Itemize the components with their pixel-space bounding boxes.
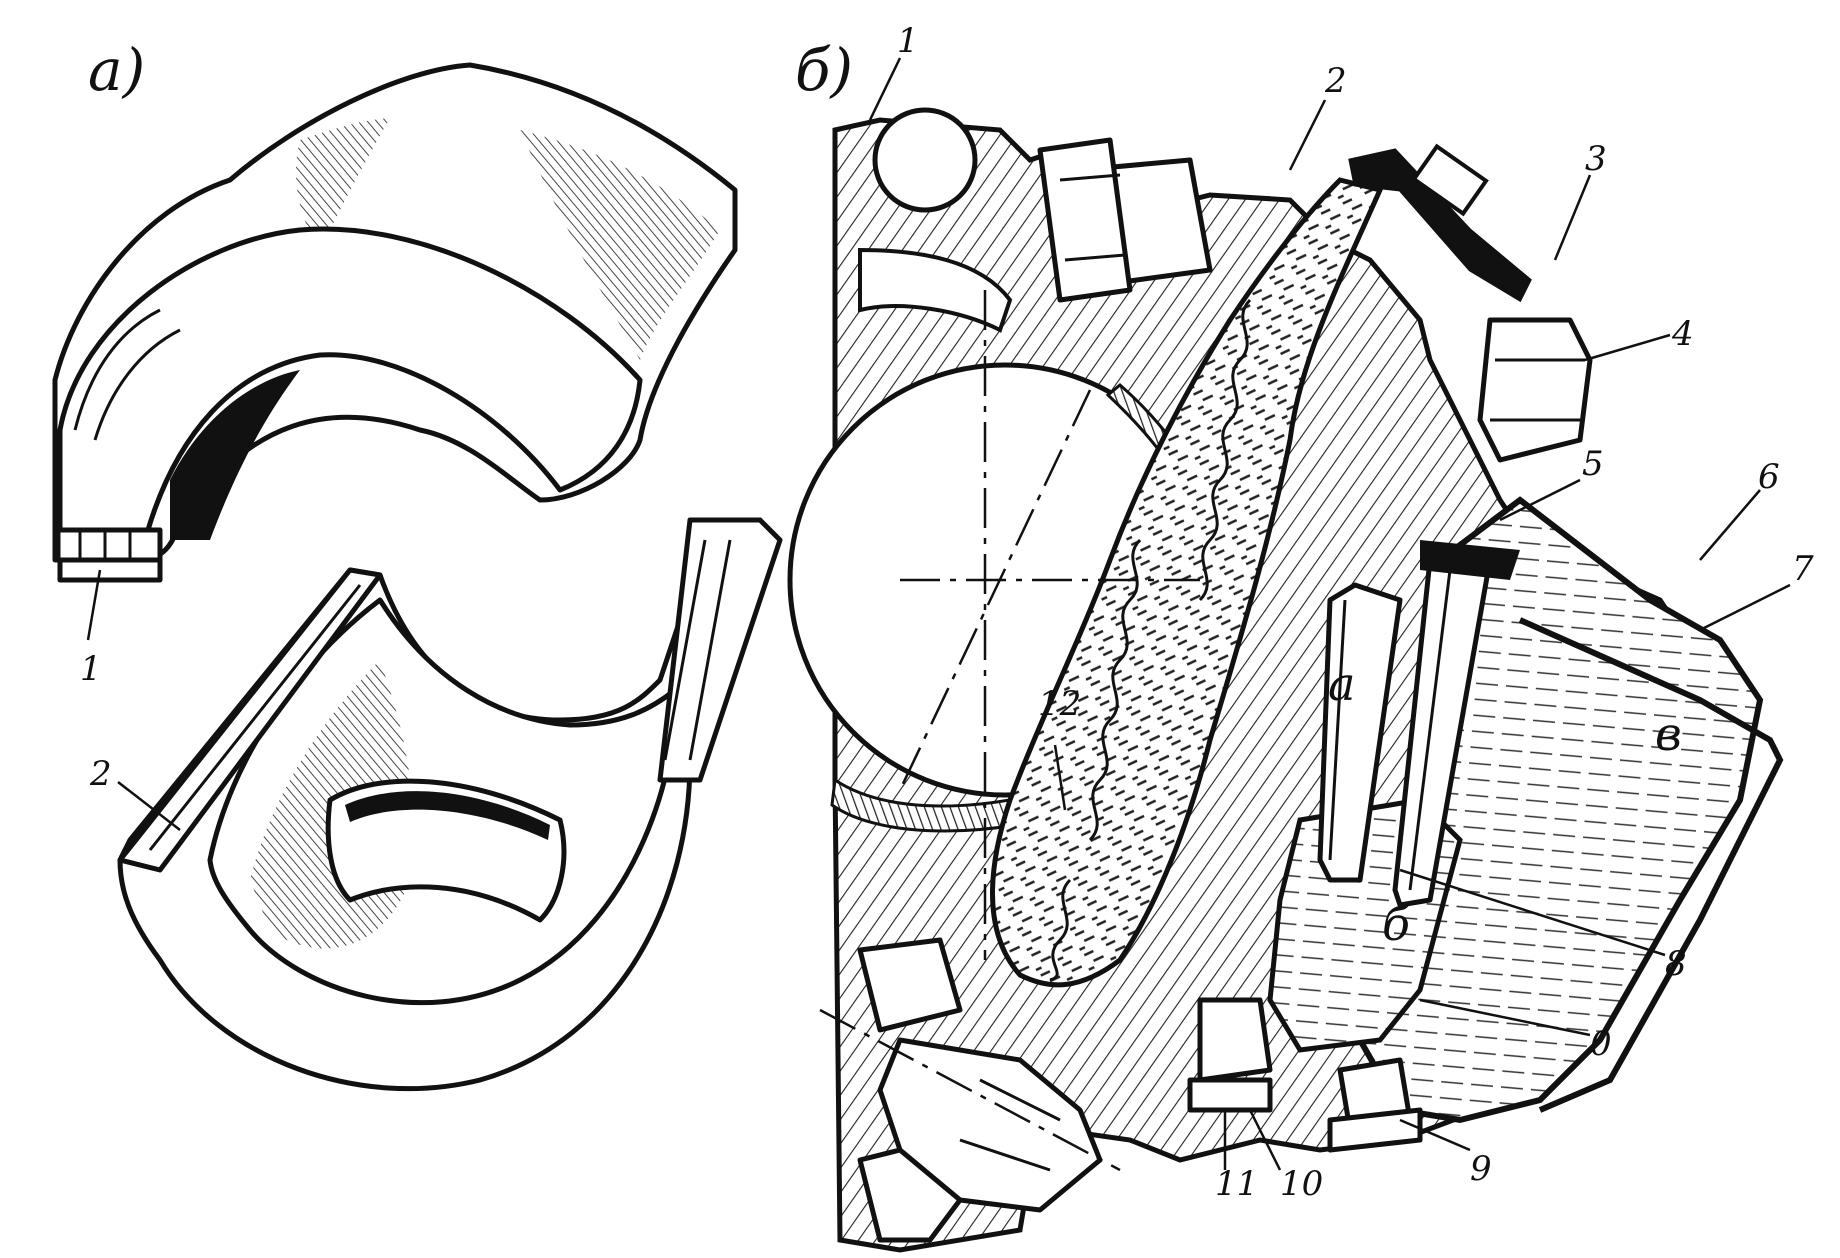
leader-a-2 bbox=[117, 781, 181, 831]
panel-a-label: a) bbox=[88, 36, 145, 104]
bottom-left-bolts bbox=[857, 937, 1103, 1243]
callout-b-4: 4 bbox=[1671, 314, 1694, 354]
callout-b-5: 5 bbox=[1582, 444, 1604, 484]
callout-b-9: 9 bbox=[1470, 1149, 1492, 1189]
callout-b-8: 8 bbox=[1665, 944, 1687, 984]
callout-a-2: 2 bbox=[89, 754, 112, 794]
rope-packing bbox=[990, 177, 1384, 988]
callout-b-3: 3 bbox=[1585, 139, 1607, 179]
oil-reservoir bbox=[1267, 496, 1784, 1124]
diagonal-axis bbox=[898, 389, 1092, 791]
panel-b: б) bbox=[787, 21, 1814, 1253]
lower-bearing-shell bbox=[117, 517, 783, 1092]
panel-a: a) 1 bbox=[52, 36, 783, 1092]
callout-b-6: 6 bbox=[1758, 457, 1780, 497]
upper-bearing-shell bbox=[52, 62, 738, 583]
callout-b-7: 7 bbox=[1792, 549, 1814, 589]
right-upper-nut bbox=[1477, 317, 1593, 463]
top-left-bolt bbox=[1037, 137, 1213, 303]
region-a: a bbox=[1328, 657, 1355, 711]
callout-b-0: 0 bbox=[1590, 1024, 1612, 1064]
callout-b-1: 1 bbox=[897, 21, 919, 61]
callout-b-12: 12 bbox=[1038, 684, 1081, 724]
callout-b-2: 2 bbox=[1324, 61, 1347, 101]
panel-b-label: б) bbox=[795, 36, 853, 104]
lower-axis bbox=[819, 1008, 1121, 1172]
leader-a-1 bbox=[86, 569, 102, 641]
drain-plugs bbox=[1187, 997, 1423, 1153]
callout-a-1: 1 bbox=[80, 649, 102, 689]
region-b: б bbox=[1382, 897, 1411, 951]
oil-cap bbox=[1348, 143, 1532, 303]
region-v: в bbox=[1655, 707, 1682, 761]
callout-b-11: 11 bbox=[1215, 1164, 1258, 1204]
callout-b-10: 10 bbox=[1280, 1164, 1323, 1204]
